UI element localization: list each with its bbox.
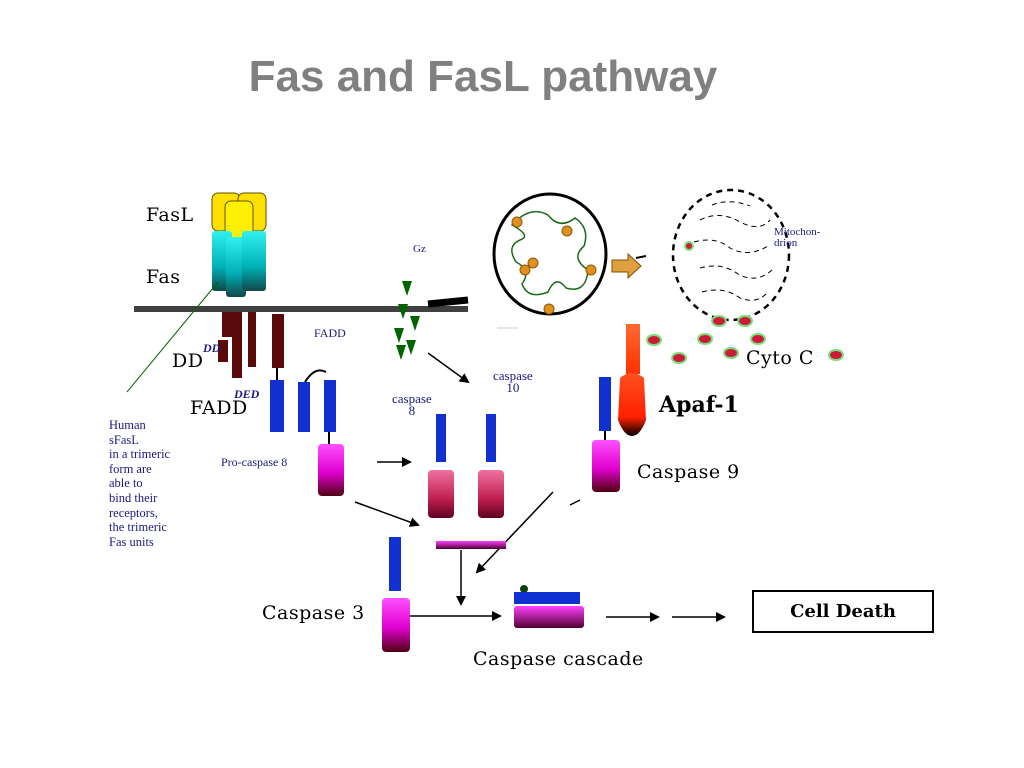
mitochondrion-label: Mitochon- drion <box>774 226 821 249</box>
caspase8-body-a <box>428 470 454 518</box>
procaspase8-body <box>318 444 344 496</box>
sfasl-note: Human sFasL in a trimeric form are able … <box>109 418 171 549</box>
caspase8-prodomain-b <box>486 414 496 462</box>
apaf1-label: Apaf-1 <box>659 392 739 418</box>
dd-label-bg: DD <box>172 350 204 372</box>
caspase8-body-b <box>478 470 504 518</box>
caspase9-body <box>592 440 620 492</box>
caspase3-body <box>382 598 410 652</box>
cell-membrane <box>134 306 468 312</box>
fas-label: Fas <box>146 266 181 288</box>
mitochondrion-disrupted <box>671 188 791 322</box>
note-pointer-line <box>126 281 219 393</box>
fadd-label-bg: FADD <box>190 397 248 419</box>
procaspase8-label: Pro-caspase 8 <box>221 455 288 469</box>
fasl-label: FasL <box>146 204 194 226</box>
death-domain <box>218 312 284 378</box>
caspase9-label: Caspase 9 <box>637 461 740 483</box>
caspase-cascade-label: Caspase cascade <box>473 648 644 670</box>
caspase3-label: Caspase 3 <box>262 602 365 624</box>
mitochondrion-intact <box>492 192 608 316</box>
gz-label: Gz <box>413 243 426 255</box>
cyto-c-dots <box>646 241 844 364</box>
cell-death-label: Cell Death <box>790 601 896 622</box>
ded-domain <box>270 368 336 432</box>
caspase8-label: caspase 8 <box>392 391 432 418</box>
fadd-label: FADD <box>314 326 346 340</box>
caspase8-prodomain-a <box>436 414 446 462</box>
caspase10-label: caspase 10 <box>493 368 533 395</box>
caspase9-prodomain <box>599 377 611 431</box>
ded-label: DED <box>234 387 260 401</box>
fas-receptor <box>212 231 266 297</box>
caspase-cascade-complex <box>514 585 584 628</box>
cleaved-caspase-bar <box>436 541 506 549</box>
cell-death-box: Cell Death <box>752 590 934 633</box>
granzyme-triangles <box>394 281 420 360</box>
cyto-c-label: Cyto C <box>746 347 814 369</box>
caspase3-prodomain <box>389 537 401 591</box>
slide-title: Fas and FasL pathway <box>248 52 718 101</box>
dd-label: DD <box>203 341 221 355</box>
orange-arrow <box>611 252 642 280</box>
apaf1 <box>618 324 646 436</box>
